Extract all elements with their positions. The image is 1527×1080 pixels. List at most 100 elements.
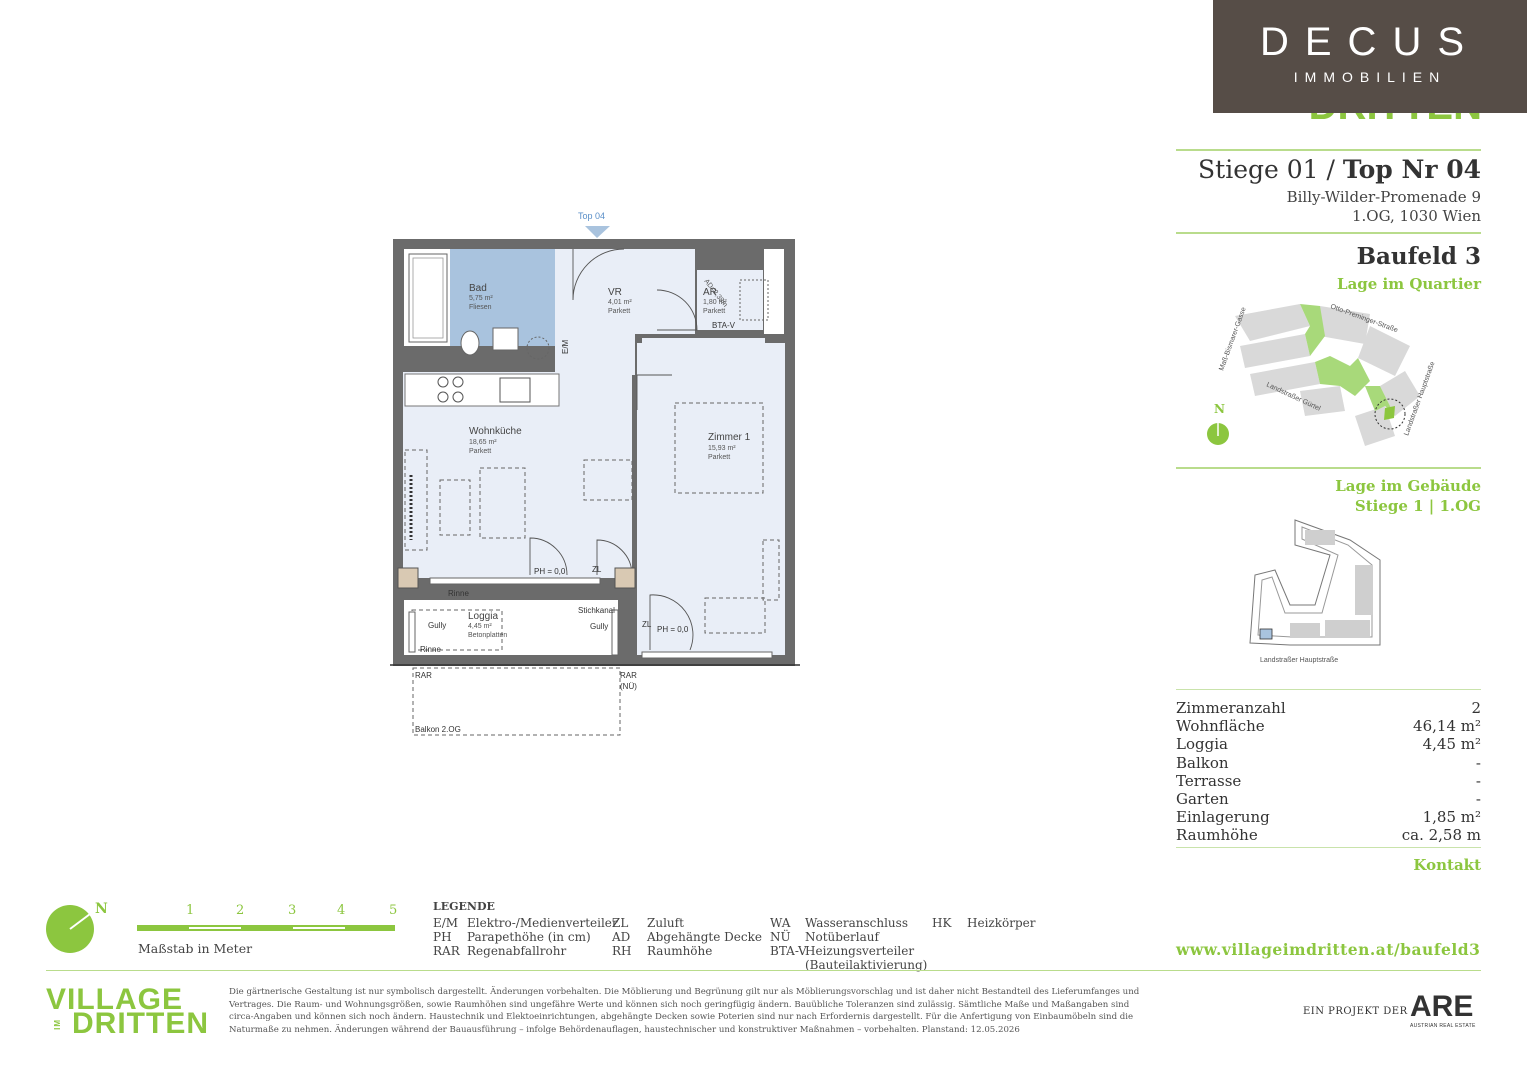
stiege-og-heading: Stiege 1 | 1.OG: [1354, 497, 1481, 515]
village-logo-line1: VILLAGE: [46, 983, 184, 1016]
legend-code: AD: [612, 930, 631, 944]
balkon-label: Balkon 2.OG: [415, 725, 461, 734]
gully-label-2: Gully: [590, 622, 609, 631]
legend-text: Heizungsverteiler: [805, 944, 915, 958]
north-label: N: [95, 901, 108, 917]
website-link[interactable]: www.villageimdritten.at/baufeld3: [1176, 940, 1481, 959]
fact-label: Wohnfläche: [1176, 717, 1265, 736]
floor-plan: [390, 226, 800, 736]
bta-label: BTA-V: [712, 321, 735, 330]
fact-label: Loggia: [1176, 735, 1228, 754]
entrance-marker-icon: [585, 226, 610, 238]
legend-code: RH: [612, 944, 632, 958]
ph-label-1: PH = 0,0: [534, 567, 566, 576]
village-logo-line2: DRITTEN: [72, 1007, 209, 1040]
em-label: E/M: [561, 339, 570, 354]
fact-label: Raumhöhe: [1176, 826, 1258, 845]
legend-text: (Bauteilaktivierung): [805, 958, 928, 972]
village-logo[interactable]: VILLAGE IM DRITTEN: [46, 983, 209, 1040]
scale-tick: 2: [236, 903, 245, 918]
legend-title: LEGENDE: [433, 900, 495, 913]
footer-divider: [46, 970, 1481, 971]
top-number: Top Nr 04: [1342, 155, 1481, 184]
site-street-1: Maß-Bismarer-Gasse: [1218, 306, 1247, 371]
decus-brand-sub: IMMOBILIEN: [1293, 69, 1447, 85]
lage-quartier-heading: Lage im Quartier: [1337, 275, 1481, 293]
site-north-label: N: [1214, 402, 1225, 416]
fact-row: Zimmeranzahl 2: [1176, 699, 1481, 717]
legend-text: Parapethöhe (in cm): [467, 930, 591, 944]
are-logo-sub: AUSTRIAN REAL ESTATE: [1410, 1023, 1476, 1029]
legend-code: ZL: [612, 916, 629, 930]
fact-value: ca. 2,58 m: [1401, 826, 1481, 845]
building-map: Landstraßer Hauptstraße: [1249, 519, 1381, 664]
decus-brand: DECUS: [1259, 20, 1481, 64]
legend-text: Raumhöhe: [647, 944, 713, 958]
fact-label: Einlagerung: [1176, 808, 1270, 827]
fact-row: Wohnfläche 46,14 m²: [1176, 717, 1481, 735]
stichkanal-label: Stichkanal: [578, 606, 615, 615]
legend-code: NÜ: [770, 930, 791, 944]
unit-location-marker: [1259, 628, 1273, 640]
room-floor-wohnkueche: Parkett: [469, 448, 492, 455]
scale-caption: Maßstab in Meter: [138, 941, 253, 956]
fact-label: Terrasse: [1176, 771, 1242, 790]
legend-text: Zuluft: [647, 916, 684, 930]
legend-text: Elektro-/Medienverteiler: [467, 916, 618, 930]
fact-value: 4,45 m²: [1422, 735, 1481, 754]
fact-row: Loggia 4,45 m²: [1176, 735, 1481, 753]
baufeld-title: Baufeld 3: [1356, 243, 1481, 270]
fact-row: Terrasse -: [1176, 772, 1481, 790]
room-floor-ar: Parkett: [703, 308, 726, 315]
legend-text: Heizkörper: [967, 916, 1036, 930]
room-area-ar: 1,80 m²: [703, 299, 727, 306]
room-name-ar: AR: [703, 287, 717, 298]
room-floor-loggia: Betonplatten: [468, 632, 508, 639]
room-area-loggia: 4,45 m²: [468, 623, 492, 630]
site-map: Maß-Bismarer-Gasse Otto-Preminger-Straße…: [1207, 303, 1437, 446]
room-name-zimmer1: Zimmer 1: [708, 432, 751, 443]
legend-code: HK: [932, 916, 952, 930]
rinne-label-1: Rinne: [448, 589, 469, 598]
divider: [1176, 689, 1481, 690]
gully-label-1: Gully: [428, 621, 447, 630]
room-name-loggia: Loggia: [468, 611, 499, 622]
legend-code: WA: [770, 916, 791, 930]
scale-tick: 4: [337, 903, 346, 918]
are-logo-text: ARE: [1410, 990, 1474, 1023]
kontakt-link[interactable]: Kontakt: [1413, 856, 1481, 874]
divider: [1176, 232, 1481, 234]
fact-value: 46,14 m²: [1413, 717, 1481, 736]
room-floor-bad: Fliesen: [469, 304, 492, 311]
fact-row: Balkon-: [1176, 754, 1481, 772]
legend-code: PH: [433, 930, 452, 944]
address-line-1: Billy-Wilder-Promenade 9: [1286, 188, 1481, 206]
lage-gebaeude-heading: Lage im Gebäude: [1335, 477, 1481, 495]
building-street-label: Landstraßer Hauptstraße: [1260, 657, 1338, 664]
top-marker-label: Top 04: [578, 211, 606, 221]
room-area-zimmer1: 15,93 m²: [708, 445, 736, 452]
unit-title: Stiege 01 / Top Nr 04: [1198, 155, 1481, 184]
legend-text: Wasseranschluss: [805, 916, 908, 930]
divider: [1176, 467, 1481, 469]
legend-code: E/M: [433, 916, 459, 930]
room-floor-vr: Parkett: [608, 308, 631, 315]
room-floor-zimmer1: Parkett: [708, 454, 731, 461]
rar-label-1: RAR: [415, 671, 432, 680]
legend-text: Regenabfallrohr: [467, 944, 567, 958]
legend-text: Abgehängte Decke: [647, 930, 762, 944]
zl-label-1: ZL: [592, 565, 602, 574]
fact-row: Raumhöhe ca. 2,58 m: [1176, 826, 1481, 844]
decus-logo[interactable]: DECUS IMMOBILIEN: [1213, 0, 1527, 113]
fact-label: Zimmeranzahl: [1176, 699, 1286, 717]
divider: [1176, 847, 1481, 848]
fact-value: -: [1475, 753, 1481, 772]
room-name-vr: VR: [608, 287, 622, 298]
fact-value: 2: [1471, 699, 1481, 717]
fact-value: -: [1475, 771, 1481, 790]
address-line-2: 1.OG, 1030 Wien: [1351, 207, 1481, 225]
are-logo[interactable]: ARE: [1410, 992, 1473, 1022]
fact-label: Garten: [1176, 789, 1229, 808]
room-area-vr: 4,01 m²: [608, 299, 632, 306]
